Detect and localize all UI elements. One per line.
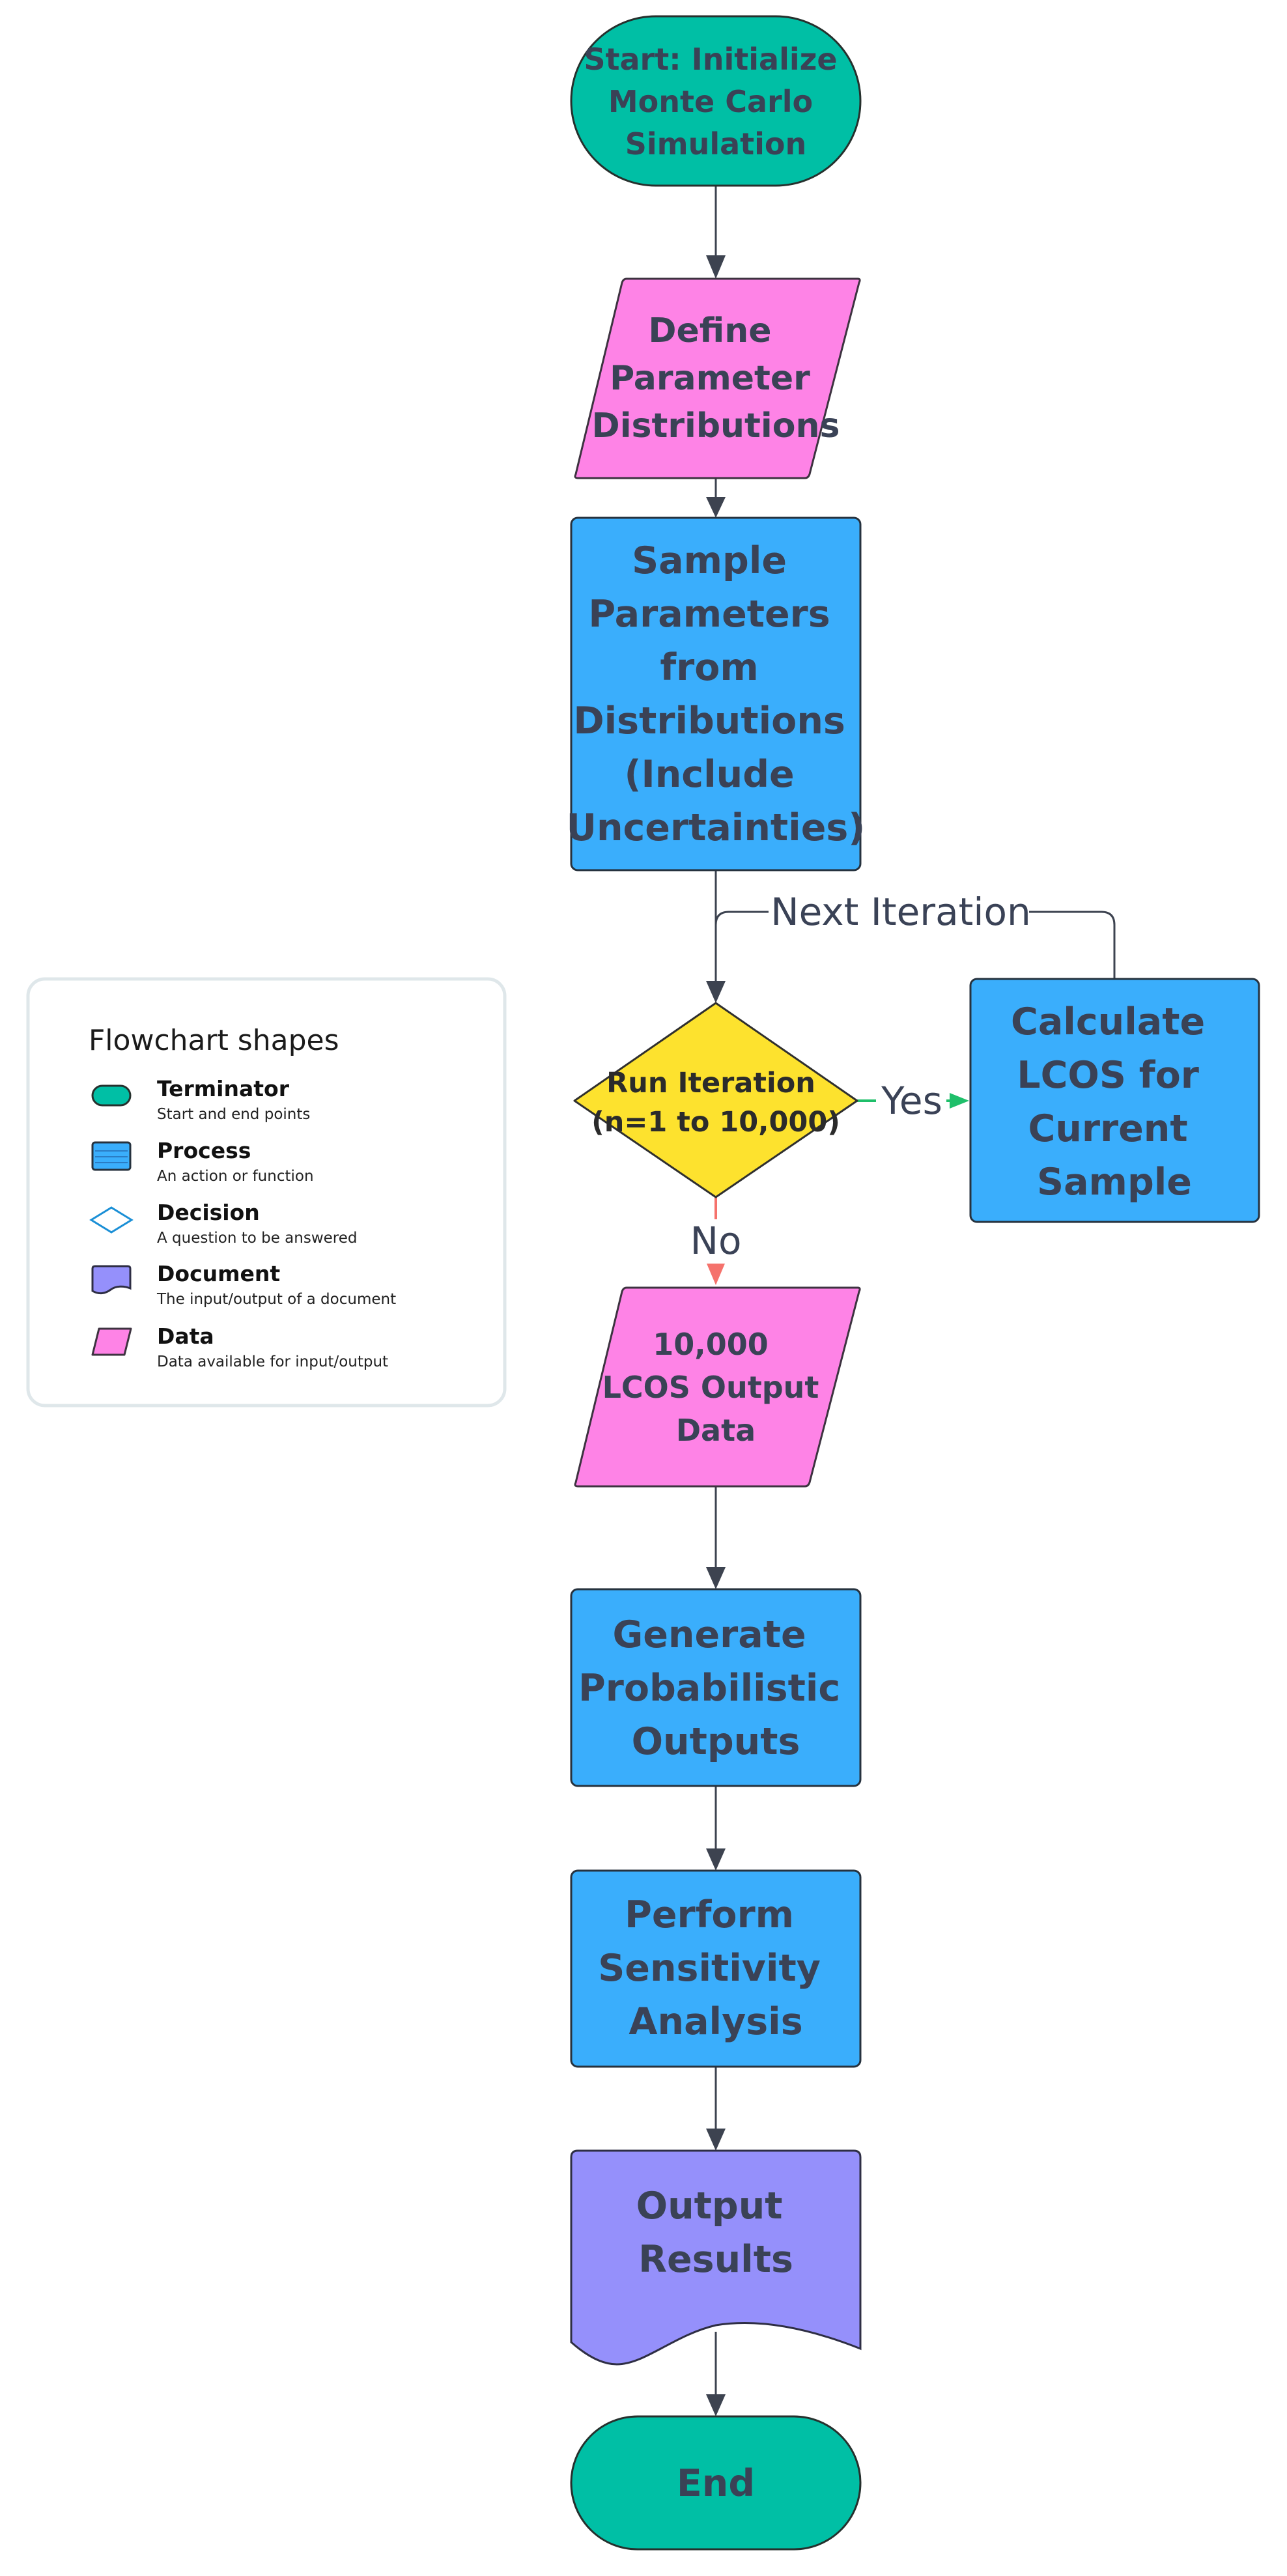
edge-next-iteration-loop: Next Iteration (714, 890, 1116, 979)
edge-outputdata-to-generate (706, 1486, 726, 1589)
node-define-label: Define Parameter Distributions (592, 311, 840, 446)
node-output-results[interactable]: Output Results (570, 2149, 862, 2366)
node-run-iteration-decision[interactable]: Run Iteration (n=1 to 10,000) (573, 1002, 858, 1198)
node-end-label: End (677, 2462, 755, 2505)
edge-start-to-define (706, 186, 726, 279)
node-calculate-label: Calculate LCOS for Current Sample (1011, 1000, 1218, 1204)
node-sample-label: Sample Parameters from Distributions (In… (567, 539, 866, 849)
legend-document-name: Document (157, 1261, 280, 1286)
edge-results-to-end (706, 2332, 726, 2416)
next-iteration-label-bg (769, 891, 1029, 933)
node-results-label: Output Results (636, 2185, 796, 2281)
node-start[interactable]: Start: Initialize Monte Carlo Simulation (570, 15, 862, 187)
legend-document-desc: The input/output of a document (156, 1291, 396, 1308)
legend-terminator-desc: Start and end points (157, 1106, 310, 1123)
node-lcos-output-data[interactable]: 10,000 LCOS Output Data (574, 1286, 861, 1488)
edge-define-to-sample (706, 478, 726, 518)
node-generate-probabilistic-outputs[interactable]: Generate Probabilistic Outputs (570, 1588, 862, 1787)
node-calculate-lcos[interactable]: Calculate LCOS for Current Sample (969, 978, 1260, 1223)
legend-item-process: Process An action or function (91, 1138, 314, 1185)
node-start-label: Start: Initialize Monte Carlo Simulation (584, 42, 847, 162)
terminator-shape-icon (91, 1084, 132, 1107)
node-sensitivity-label: Perform Sensitivity Analysis (598, 1893, 834, 2043)
node-output-data-label: 10,000 LCOS Output Data (602, 1327, 830, 1448)
legend-terminator-name: Terminator (157, 1076, 290, 1101)
decision-shape-icon (89, 1206, 134, 1234)
legend-process-name: Process (157, 1138, 251, 1163)
legend-item-document: Document The input/output of a document (91, 1261, 396, 1308)
edge-sensitivity-to-results (706, 2067, 726, 2151)
edge-no: No (690, 1197, 742, 1285)
legend-data-desc: Data available for input/output (157, 1353, 388, 1370)
no-label: No (690, 1219, 742, 1263)
node-generate-label: Generate Probabilistic Outputs (578, 1613, 853, 1763)
legend-data-name: Data (157, 1323, 214, 1349)
legend-title: Flowchart shapes (89, 1024, 339, 1057)
node-decision-label: Run Iteration (n=1 to 10,000) (591, 1067, 840, 1139)
process-shape-icon (91, 1141, 132, 1171)
next-iteration-label: Next Iteration (771, 890, 1031, 934)
data-shape-icon (91, 1327, 132, 1356)
document-shape-icon (91, 1265, 132, 1295)
edges: Next Iteration Yes No (690, 186, 1116, 2416)
node-sample-parameters[interactable]: Sample Parameters from Distributions (In… (567, 517, 866, 871)
edge-yes: Yes (857, 1079, 969, 1123)
legend-decision-name: Decision (157, 1200, 260, 1225)
legend-item-decision: Decision A question to be answered (89, 1200, 358, 1247)
legend-process-desc: An action or function (157, 1168, 314, 1185)
node-end[interactable]: End (570, 2415, 862, 2551)
edge-sample-to-decision (706, 870, 726, 1003)
legend-decision-desc: A question to be answered (157, 1230, 358, 1247)
node-define-parameter-distributions[interactable]: Define Parameter Distributions (574, 277, 861, 479)
edge-generate-to-sensitivity (706, 1786, 726, 1871)
legend-panel: Flowchart shapes Terminator Start and en… (26, 977, 507, 1408)
legend-item-data: Data Data available for input/output (91, 1323, 388, 1370)
yes-label: Yes (881, 1079, 942, 1123)
node-perform-sensitivity-analysis[interactable]: Perform Sensitivity Analysis (570, 1869, 862, 2068)
legend-item-terminator: Terminator Start and end points (91, 1076, 310, 1123)
